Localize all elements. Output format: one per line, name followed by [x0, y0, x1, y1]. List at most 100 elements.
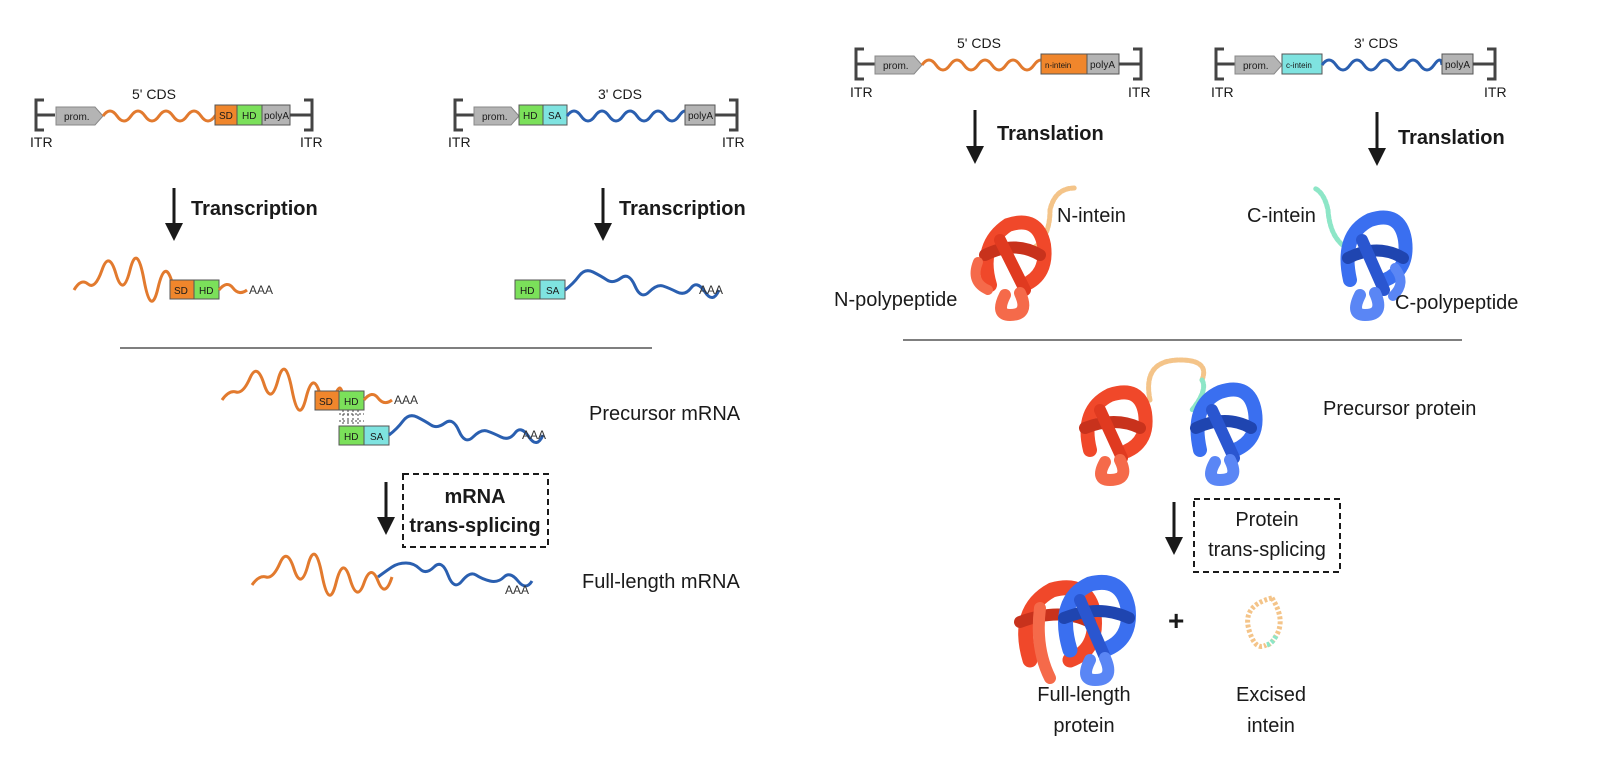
precursor-c-intein-link [1189, 377, 1207, 413]
transcript-5prime: SD HD AAA [72, 256, 273, 303]
cds-5prime-label: 5' CDS [957, 35, 1001, 51]
transcription-label-left: Transcription [191, 198, 318, 220]
itr-right-icon [715, 98, 739, 132]
transcript-3prime-strand [564, 269, 721, 299]
n-intein-label: n-intein [1045, 61, 1071, 70]
n-polypeptide-label: N-polypeptide [834, 289, 957, 311]
promoter-arrow-shape [55, 106, 104, 126]
itr-left-icon [34, 98, 55, 132]
plus-sign: + [1168, 605, 1184, 636]
base-pairing-lines [339, 410, 364, 426]
translation-label-left: Translation [997, 123, 1104, 145]
sd-label: SD [174, 286, 188, 297]
precursor-mrna-label: Precursor mRNA [589, 403, 741, 425]
c-intein-label: C-intein [1247, 205, 1316, 227]
itr-left-label: ITR [850, 84, 873, 100]
precursor-protein [1079, 357, 1263, 487]
sd-label: SD [219, 111, 233, 122]
itr-left-label: ITR [448, 134, 471, 150]
full-length-protein-line2: protein [1053, 715, 1114, 737]
protein-construct-3prime: prom. c-intein 3' CDS polyA ITR ITR [1211, 35, 1507, 100]
sa-label: SA [546, 286, 560, 297]
hd-label: HD [199, 286, 213, 297]
itr-left-icon [854, 47, 875, 81]
mrna-construct-3prime: prom. HD SA 3' CDS polyA ITR ITR [448, 86, 745, 150]
promoter-label: prom. [64, 112, 90, 123]
full-length-protein [1014, 575, 1136, 687]
translation-label-right: Translation [1398, 127, 1505, 149]
mrna-splicing-line2: trans-splicing [409, 515, 540, 537]
polya-label: polyA [1445, 60, 1470, 71]
itr-right-label: ITR [1484, 84, 1507, 100]
full-length-3prime-strand [377, 561, 534, 588]
promoter-label: prom. [482, 112, 508, 123]
protein-splicing-box [1193, 498, 1341, 573]
cds-3prime-strand [565, 109, 690, 123]
transcript-3prime: HD SA AAA [514, 269, 723, 300]
itr-left-label: ITR [1211, 84, 1234, 100]
mrna-construct-5prime: prom. 5' CDS SD HD polyA ITR ITR [30, 86, 323, 150]
precursor-mrna: SD HD AAA HD SA AAA [220, 367, 546, 446]
excised-intein-line2: intein [1247, 715, 1295, 737]
itr-right-icon [1473, 47, 1497, 81]
transcription-label-right: Transcription [619, 198, 746, 220]
full-length-mrna-label: Full-length mRNA [582, 571, 740, 593]
polya-tail-label: AAA [505, 583, 529, 597]
c-intein-tail [1311, 185, 1353, 253]
sa-label: SA [370, 432, 384, 443]
full-length-mrna: AAA [250, 552, 534, 597]
n-intein-label: N-intein [1057, 205, 1126, 227]
polya-tail-label-top: AAA [394, 393, 418, 407]
hd-box-top [338, 390, 365, 411]
promoter-label: prom. [883, 61, 909, 72]
precursor-3prime-strand [388, 414, 545, 444]
itr-left-icon [1214, 47, 1235, 81]
polya-tail-label: AAA [699, 283, 723, 297]
precursor-protein-label: Precursor protein [1323, 398, 1476, 420]
transcript-5prime-tail [217, 283, 248, 295]
polya-tail-label: AAA [249, 283, 273, 297]
itr-right-label: ITR [1128, 84, 1151, 100]
c-polypeptide-protein [1311, 185, 1413, 322]
excised-intein-teal-end [1265, 634, 1279, 648]
cds-3prime-label: 3' CDS [598, 86, 642, 102]
polya-tail-label-bottom: AAA [522, 428, 546, 442]
hd-label: HD [523, 111, 537, 122]
itr-right-label: ITR [300, 134, 323, 150]
promoter-arrow-shape [473, 106, 520, 126]
promoter-arrow-shape [1234, 55, 1283, 75]
hd-label: HD [520, 286, 534, 297]
polya-label: polyA [1090, 60, 1115, 71]
cds-3prime-strand [1320, 58, 1444, 72]
protein-splicing-line2: trans-splicing [1208, 539, 1326, 561]
excised-intein-line1: Excised [1236, 684, 1306, 706]
sa-label: SA [548, 111, 562, 122]
itr-right-label: ITR [722, 134, 745, 150]
transcript-5prime-strand [72, 256, 188, 303]
polya-label: polyA [264, 111, 289, 122]
itr-right-icon [1119, 47, 1143, 81]
polya-label: polyA [688, 111, 713, 122]
precursor-5prime-tail [362, 393, 393, 405]
n-polypeptide-protein [970, 185, 1078, 322]
precursor-intein-link [1146, 357, 1207, 403]
promoter-label: prom. [1243, 61, 1269, 72]
mrna-splicing-line1: mRNA [444, 486, 505, 508]
full-length-5prime-strand [250, 552, 394, 597]
hd-label-bottom: HD [344, 432, 358, 443]
itr-right-icon [290, 98, 314, 132]
c-intein-label: c-intein [1286, 61, 1312, 70]
protein-construct-5prime: prom. 5' CDS n-intein polyA ITR ITR [850, 35, 1151, 100]
sd-label: SD [319, 397, 333, 408]
hd-label-top: HD [344, 397, 358, 408]
itr-left-icon [453, 98, 474, 132]
promoter-arrow-shape [874, 55, 923, 75]
mrna-splicing-box [402, 473, 549, 548]
sa-box [363, 425, 390, 446]
protein-splicing-line1: Protein [1235, 509, 1298, 531]
itr-left-label: ITR [30, 134, 53, 150]
c-polypeptide-label: C-polypeptide [1395, 292, 1518, 314]
cds-3prime-label: 3' CDS [1354, 35, 1398, 51]
